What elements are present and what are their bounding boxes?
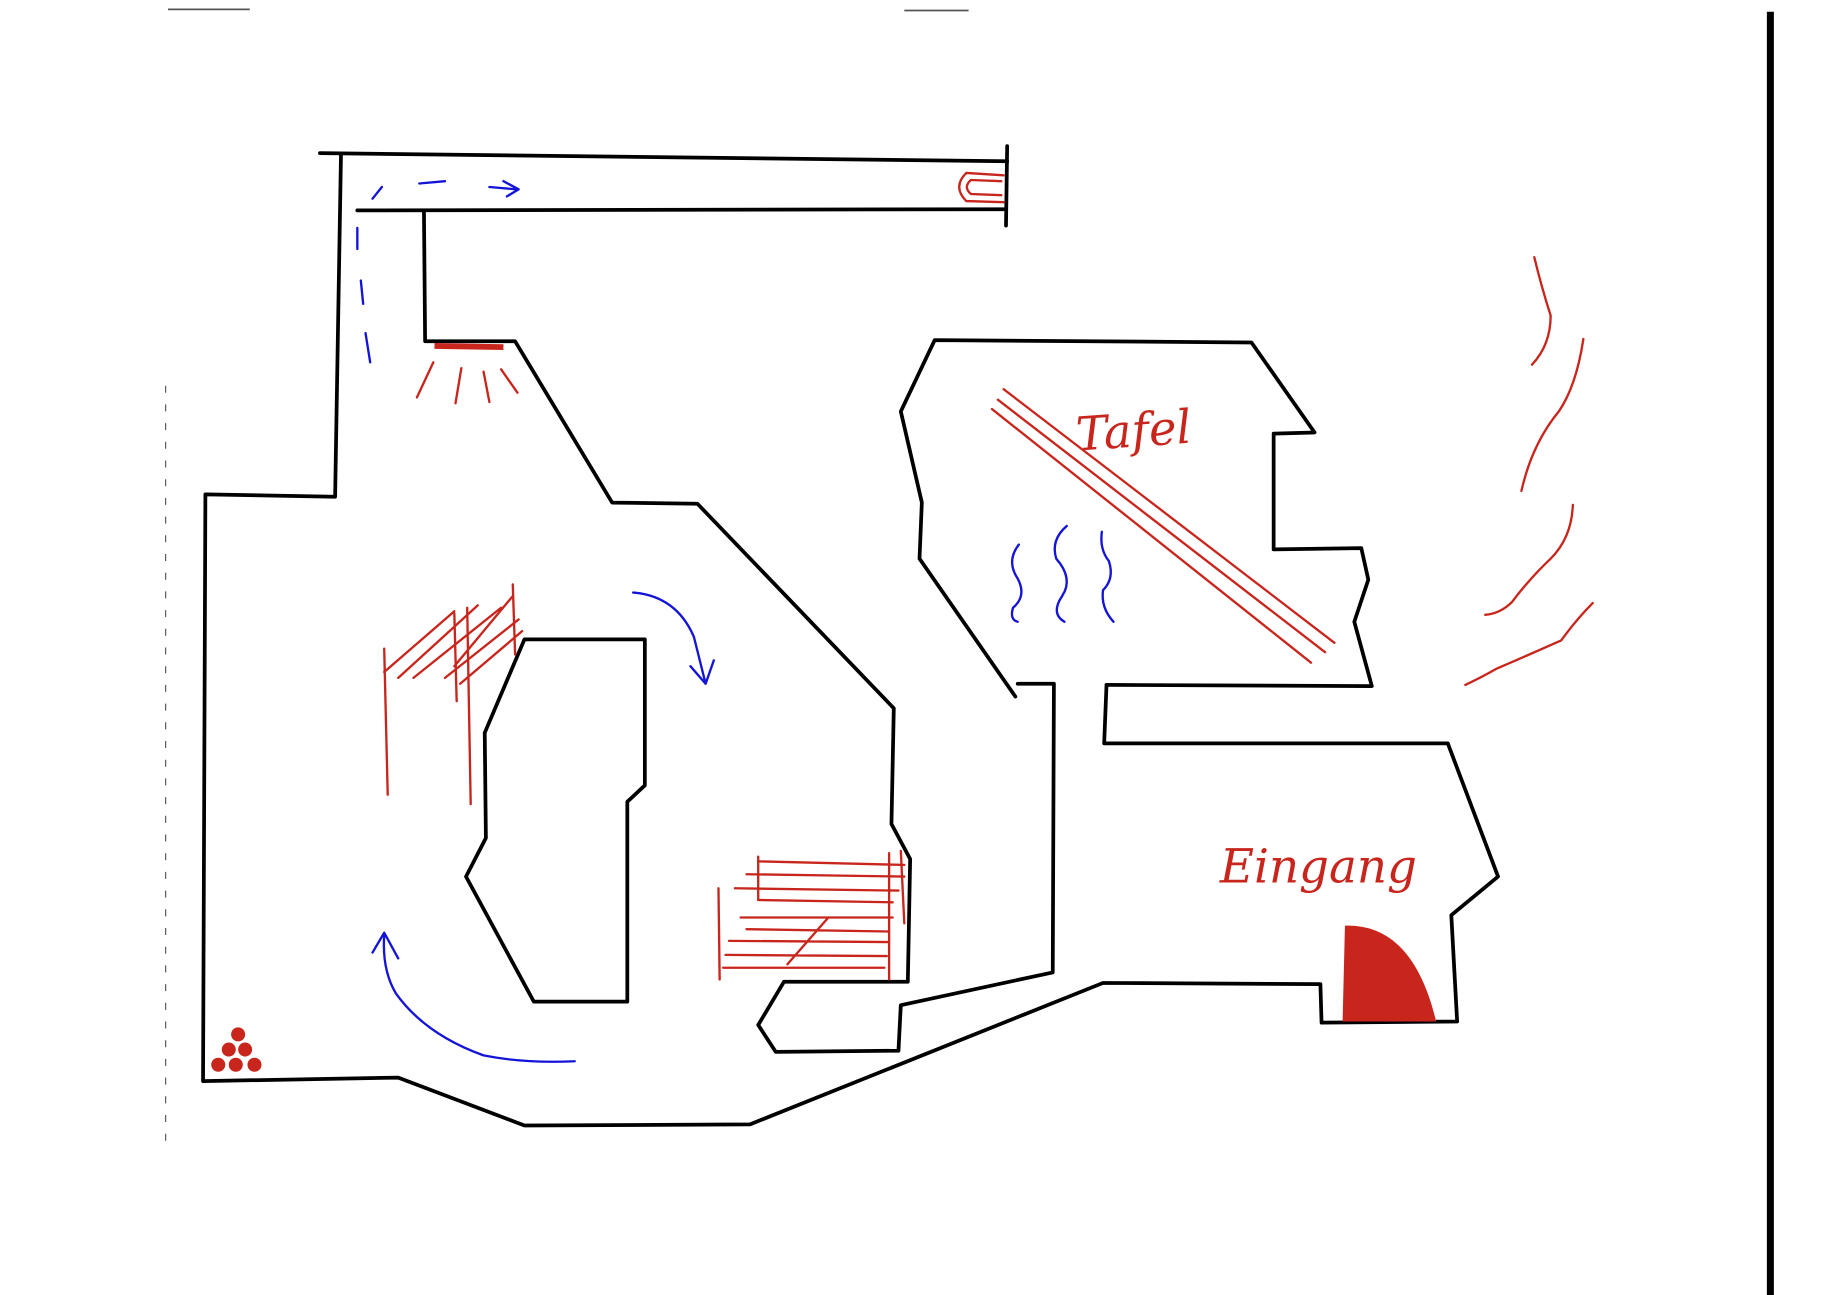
top-corridor-lower-wall <box>355 207 1008 213</box>
heat-waves-icon <box>1010 524 1115 623</box>
top-corridor-end-wall <box>1004 144 1010 228</box>
shelf-hatching-left <box>383 583 524 806</box>
board-label: Tafel <box>1074 401 1193 463</box>
board-room-wall <box>898 338 1374 699</box>
entrance-label: Eingang <box>1219 840 1417 894</box>
central-island <box>464 637 647 1004</box>
heater-icon <box>958 171 1005 204</box>
left-corridor-wall <box>201 153 1500 1128</box>
furniture <box>211 171 1594 1072</box>
stacked-balls-icon <box>211 1027 262 1072</box>
top-corridor-upper-wall <box>318 151 1010 164</box>
walls <box>201 144 1500 1128</box>
window-light-bar <box>434 343 504 351</box>
shelf-hatching-right <box>717 849 906 981</box>
light-rays-icon <box>415 361 519 405</box>
clockwise-arrow-bottom <box>371 931 576 1063</box>
flow-arrows <box>356 179 1115 1063</box>
clockwise-arrow-top <box>631 591 715 685</box>
entrance-door-icon <box>1342 925 1437 1022</box>
main-room-inner-wall <box>422 208 1056 1054</box>
corridor-dashed-arrow <box>356 179 520 364</box>
outside-wind-lines <box>1464 255 1594 687</box>
board-lines <box>990 388 1336 664</box>
